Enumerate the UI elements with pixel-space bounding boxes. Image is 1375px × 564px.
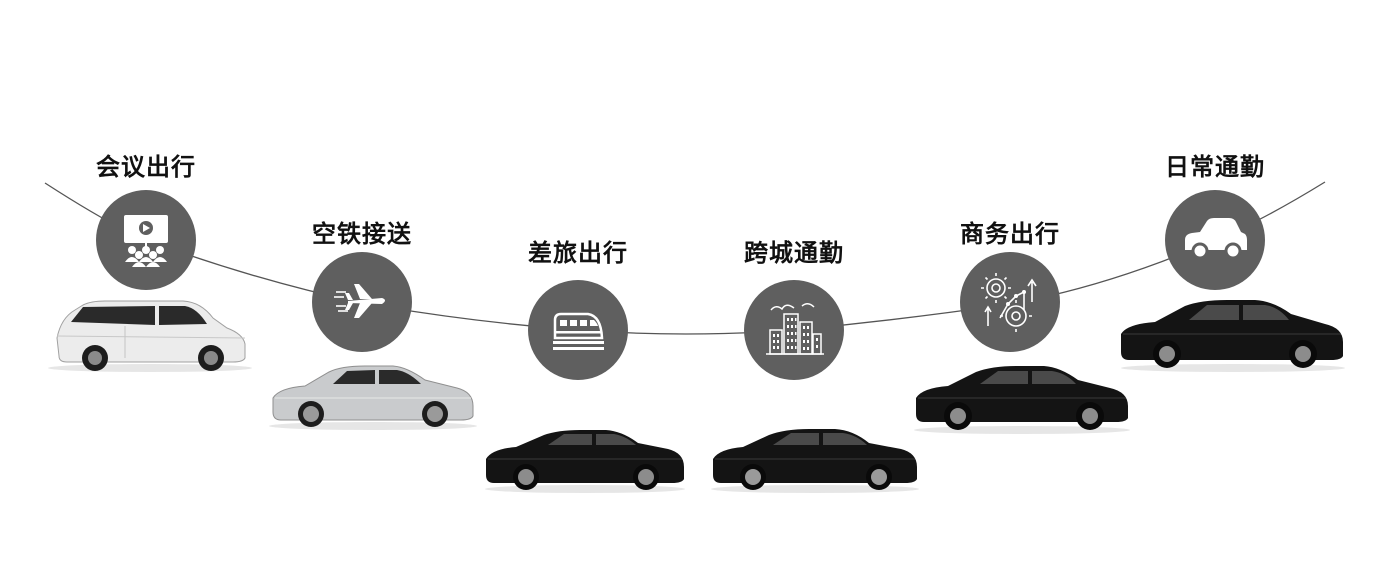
category-circle-business-travel[interactable] — [528, 280, 628, 380]
category-circle-intercity[interactable] — [744, 280, 844, 380]
category-circle-daily-commute[interactable] — [1165, 190, 1265, 290]
car-icon — [1185, 218, 1247, 260]
category-label-airport-rail: 空铁接送 — [312, 220, 412, 248]
category-circle-airport-rail[interactable] — [312, 252, 412, 352]
category-label-business: 商务出行 — [960, 220, 1060, 248]
black-sedan-image-1 — [485, 430, 685, 493]
silver-sedan-image — [269, 365, 477, 430]
black-luxury-sedan-image — [711, 429, 919, 493]
train-icon — [553, 312, 604, 350]
category-label-intercity: 跨城通勤 — [744, 239, 844, 267]
category-label-daily-commute: 日常通勤 — [1165, 153, 1265, 181]
city-buildings-icon — [766, 303, 824, 355]
category-circle-meeting[interactable] — [96, 190, 196, 290]
category-circle-business[interactable] — [960, 252, 1060, 352]
category-label-meeting: 会议出行 — [96, 153, 196, 181]
black-sedan-image-3 — [1121, 300, 1345, 372]
category-label-business-travel: 差旅出行 — [528, 239, 628, 267]
business-growth-icon — [981, 273, 1037, 332]
white-mpv-image — [48, 300, 252, 372]
airplane-icon — [334, 284, 385, 318]
black-sedan-image-2 — [914, 366, 1130, 434]
meeting-presentation-icon — [124, 215, 168, 267]
